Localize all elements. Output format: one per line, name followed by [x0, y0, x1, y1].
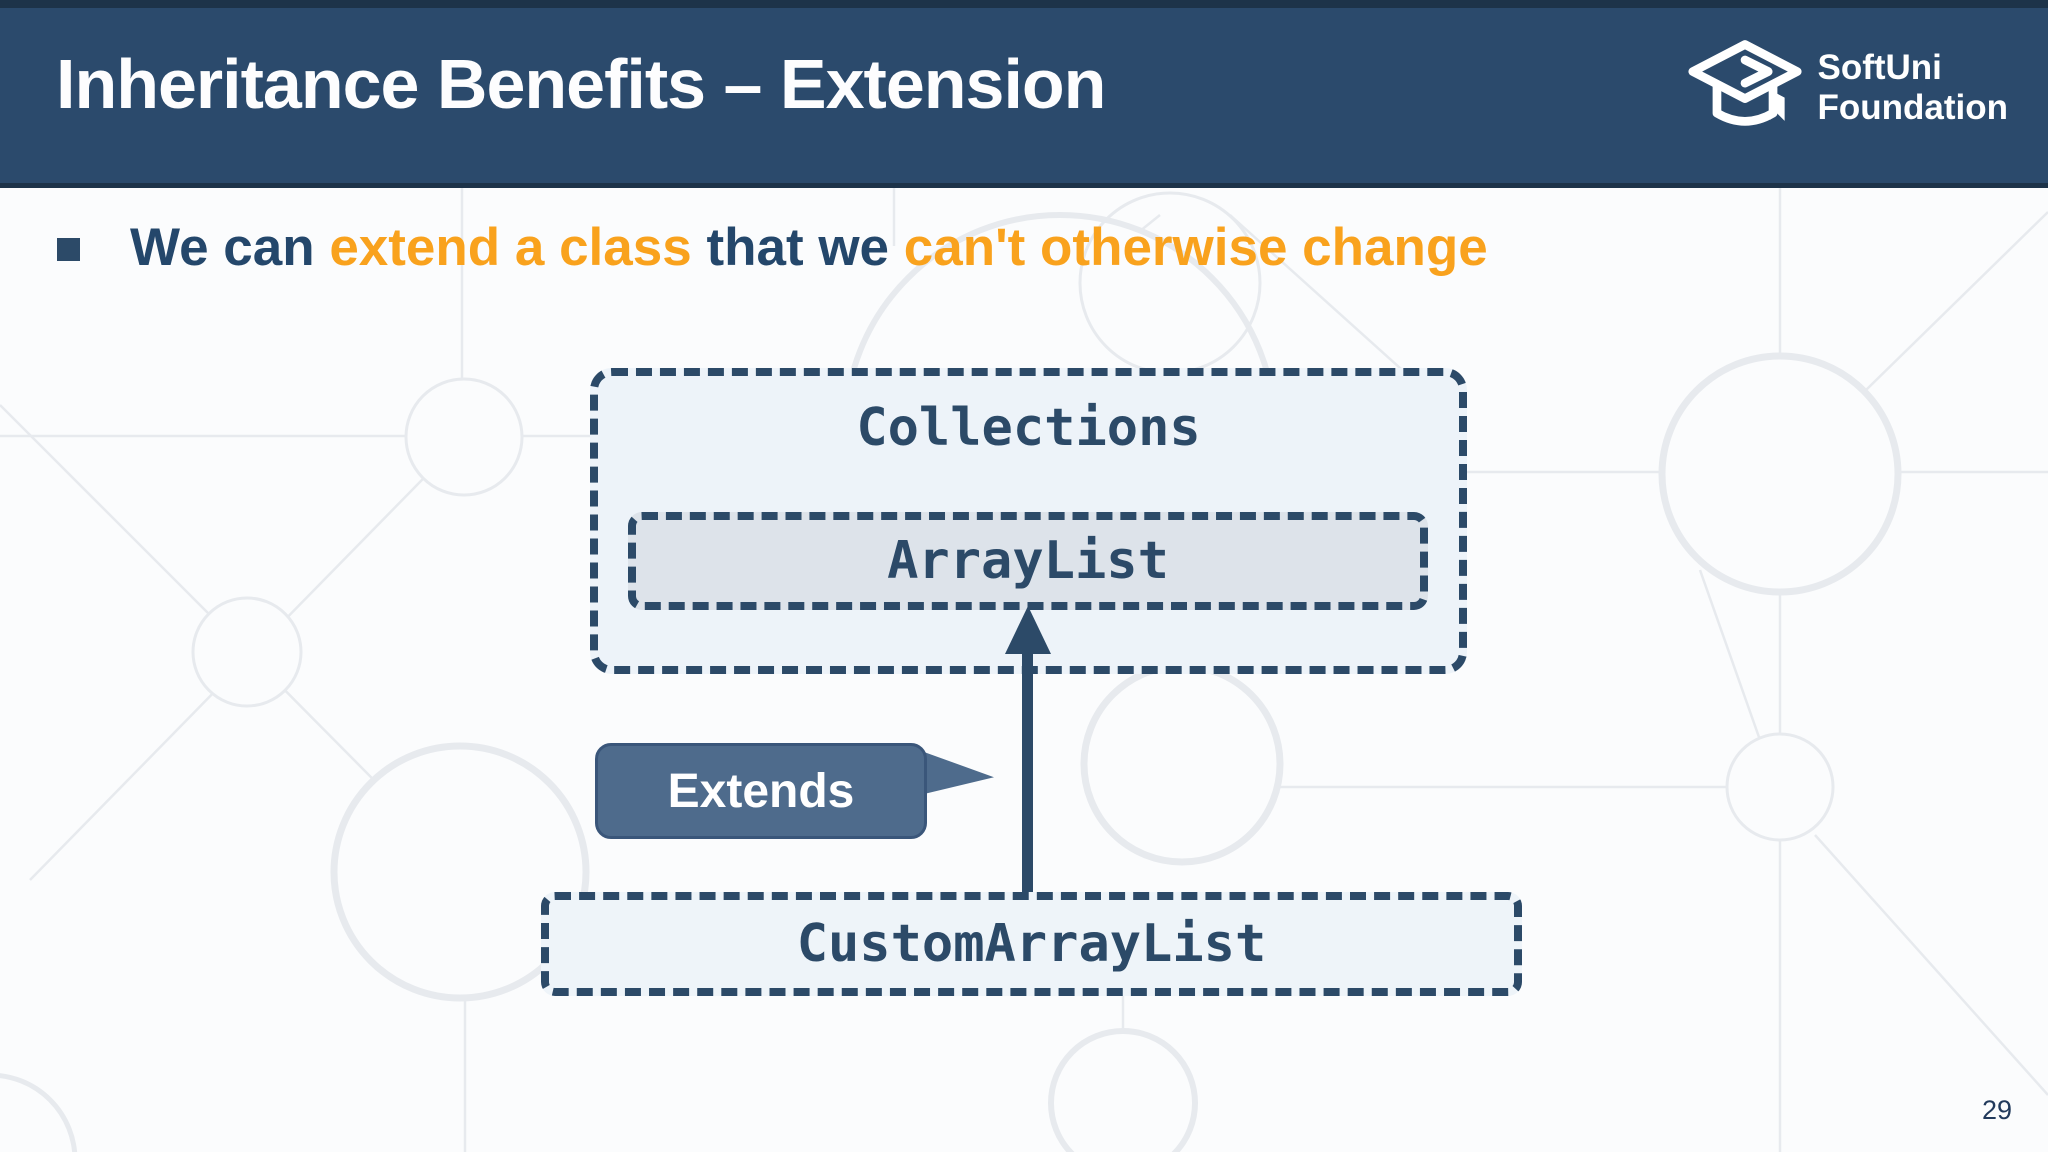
extends-label: Extends	[667, 764, 855, 818]
customarraylist-box: CustomArrayList	[541, 892, 1522, 996]
collections-label: Collections	[856, 398, 1201, 458]
extends-arrow-stem	[1022, 648, 1033, 892]
bullet-square-icon	[57, 238, 80, 261]
logo-line2: Foundation	[1817, 88, 2008, 127]
bullet-text-middle: that we	[691, 218, 904, 277]
page-number: 29	[1981, 1095, 2012, 1125]
extends-callout: Extends	[595, 743, 927, 839]
arraylist-label: ArrayList	[887, 531, 1169, 591]
customarraylist-label: CustomArrayList	[796, 914, 1267, 974]
logo-text: SoftUni Foundation	[1817, 48, 2008, 128]
bullet-row: We can extend a class that we can't othe…	[57, 212, 1488, 284]
arraylist-box: ArrayList	[628, 512, 1428, 610]
logo-line1: SoftUni	[1817, 48, 1942, 87]
bullet-highlight-extend: extend a class	[329, 218, 692, 277]
extends-arrow-head-icon	[1005, 606, 1051, 654]
header-top-edge	[0, 0, 2048, 8]
bullet-text: We can extend a class that we can't othe…	[130, 212, 1488, 284]
softuni-logo: SoftUni Foundation	[1687, 38, 2008, 138]
graduation-cap-icon	[1688, 40, 1803, 126]
slide-title: Inheritance Benefits – Extension	[56, 45, 1106, 123]
bullet-text-prefix: We can	[130, 218, 330, 277]
bullet-highlight-change: can't otherwise change	[903, 218, 1488, 277]
header-bar: Inheritance Benefits – Extension SoftUni…	[0, 8, 2048, 188]
